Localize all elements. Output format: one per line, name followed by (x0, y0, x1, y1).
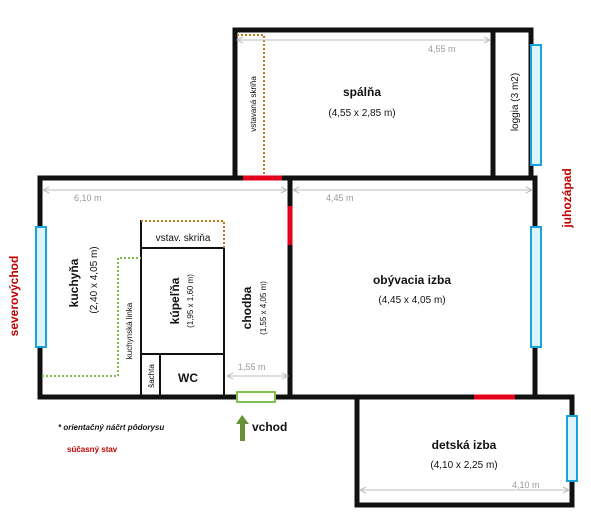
hall-closet (141, 220, 225, 248)
bathroom-block (140, 220, 225, 397)
orientation-northeast: severovýchod (7, 256, 21, 337)
status-note: súčasný stav (67, 445, 118, 454)
sketch-note: * orientačný náčrt pôdorysu (58, 423, 164, 432)
kitchen-counter-label: kuchynská linka (125, 302, 134, 359)
entrance-door (236, 391, 276, 403)
dim-hall-width: 1,55 m (238, 362, 266, 372)
kitchen-window (35, 226, 47, 348)
dimension-lines (41, 36, 571, 494)
kids-window (566, 415, 578, 482)
kitchen-counter (42, 257, 141, 377)
wc-label: WC (178, 371, 198, 385)
bedroom-label: spálňa (343, 85, 381, 99)
entrance-label: vchod (252, 420, 287, 434)
orientation-southwest: juhozápad (560, 168, 574, 228)
dim-top-width: 4,55 m (428, 44, 456, 54)
entrance-arrow-icon (236, 415, 249, 441)
bathroom-outline (140, 247, 225, 355)
loggia-label: loggia (3 m2) (510, 73, 521, 131)
hall-closet-label: vstav. skriňa (156, 233, 211, 244)
living-room-size: (4,45 x 4,05 m) (378, 295, 445, 306)
shaft-label: šachta (147, 364, 156, 388)
walls (37, 27, 575, 508)
bedroom-outer-wall (232, 27, 534, 181)
dim-kids-width: 4,10 m (512, 480, 540, 490)
dim-living-width: 4,45 m (326, 193, 354, 203)
kitchen-label: kuchyňa (67, 258, 81, 307)
kids-room-size: (4,10 x 2,25 m) (430, 460, 497, 471)
bedroom-size: (4,55 x 2,85 m) (328, 108, 395, 119)
hall-size: (1,55 x 4,05 m) (259, 281, 268, 335)
bathroom-size: (1,95 x 1,60 m) (186, 274, 195, 328)
bedroom-closet-label: vstavaná skriňa (249, 76, 258, 132)
bedroom-closet (237, 34, 265, 178)
kitchen-size: (2,40 x 4,05 m) (89, 246, 100, 313)
dim-left-width: 6,10 m (74, 193, 102, 203)
hall-label: chodba (240, 286, 254, 329)
kids-room-label: detská izba (432, 438, 497, 452)
living-room-label: obývacia izba (373, 273, 451, 287)
bathroom-label: kúpeľňa (168, 277, 182, 324)
loggia-window (530, 44, 542, 166)
living-window (530, 226, 542, 348)
